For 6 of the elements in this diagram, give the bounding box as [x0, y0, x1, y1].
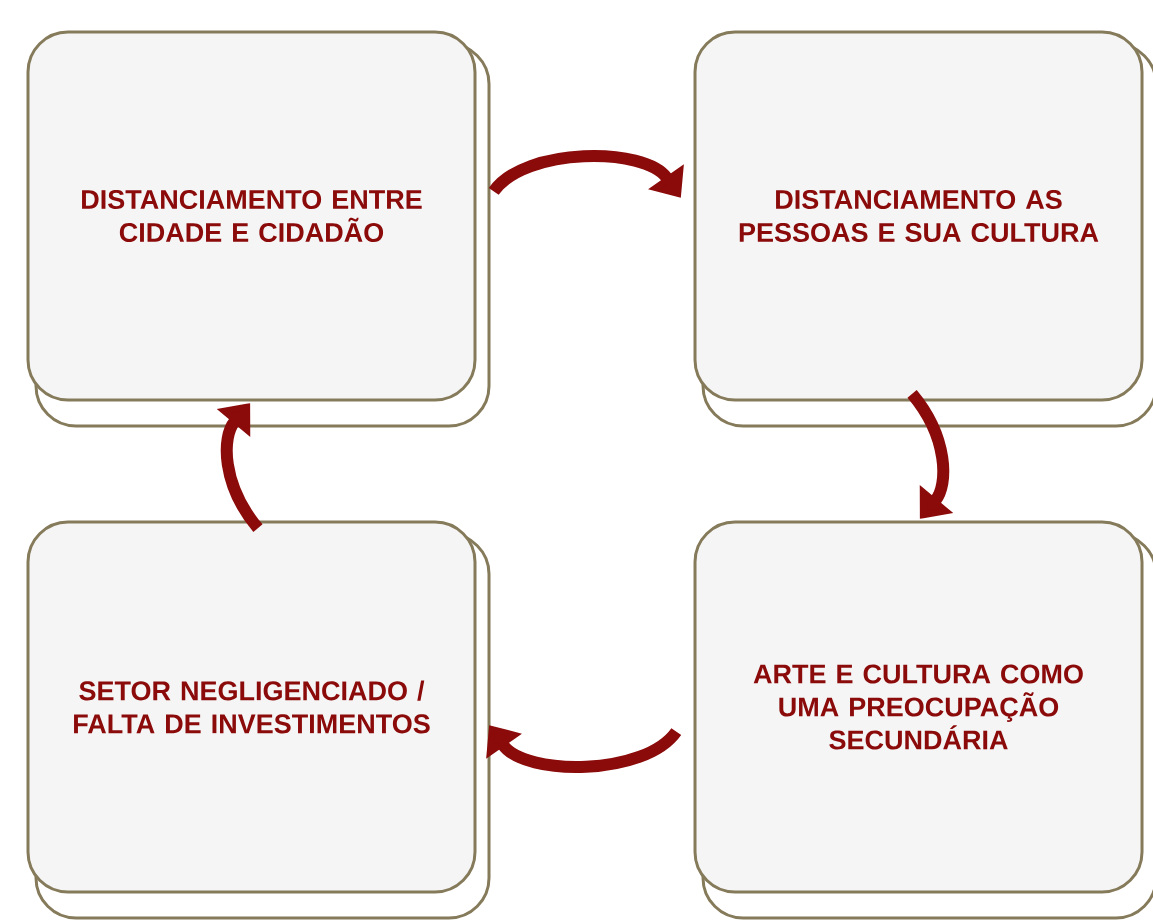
curved-arrow: [907, 390, 954, 519]
curved-arrow: [216, 403, 263, 532]
rounded-box: SETOR NEGLIGENCIADO / FALTA DE INVESTIMENTOS: [26, 520, 491, 920]
rounded-box: DISTANCIAMENTO AS PESSOAS E SUA CULTURA: [693, 30, 1153, 428]
rounded-box: DISTANCIAMENTO ENTRE CIDADE E CIDADÃO: [26, 30, 491, 428]
rounded-box: ARTE E CULTURA COMO UMA PREOCUPAÇÃO SECUNDÁRIA: [693, 520, 1153, 920]
